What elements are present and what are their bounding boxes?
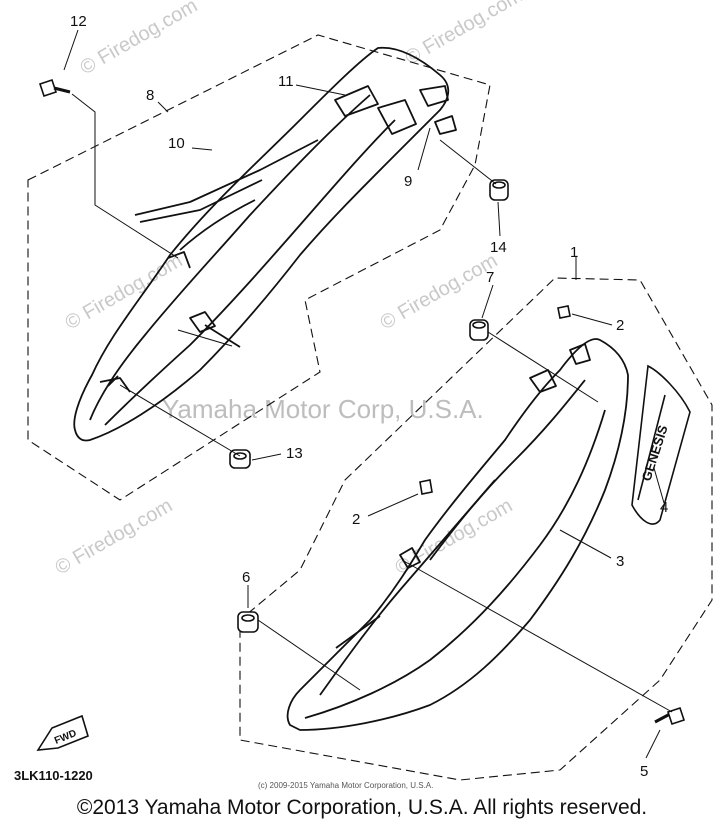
bolt-12 — [38, 78, 71, 98]
small-copyright: (c) 2009-2015 Yamaha Motor Corporation, … — [258, 781, 433, 790]
callout-2-lower: 2 — [352, 511, 360, 528]
callout-1: 1 — [570, 244, 578, 261]
emblem-text: GENESIS — [639, 423, 671, 483]
callout-7: 7 — [486, 269, 494, 286]
forward-arrow-icon: FWD — [36, 714, 89, 751]
assembly-outline-upper — [27, 34, 491, 501]
grommet-14 — [489, 179, 509, 201]
callout-5: 5 — [640, 763, 648, 780]
watermark-site: © Firedog.com — [77, 0, 202, 79]
lower-side-cover — [286, 338, 629, 731]
alignment-lines — [71, 93, 673, 713]
exploded-parts-diagram: © Firedog.com © Firedog.com © Firedog.co… — [14, 0, 713, 790]
callout-14: 14 — [490, 239, 507, 256]
upper-side-cover — [73, 46, 457, 442]
grommet-6 — [237, 611, 259, 633]
callout-9: 9 — [404, 173, 412, 190]
watermark-site: © Firedog.com — [52, 495, 177, 580]
callout-4: 4 — [660, 499, 668, 516]
grommet-13 — [229, 449, 251, 469]
clip-2-upper — [557, 305, 571, 319]
part-11-label-plate — [334, 85, 379, 117]
copyright-notice: ©2013 Yamaha Motor Corporation, U.S.A. A… — [76, 796, 648, 819]
callout-3: 3 — [616, 553, 624, 570]
callout-8: 8 — [146, 87, 154, 104]
watermark-site: © Firedog.com — [402, 0, 527, 69]
clip-2-lower — [419, 479, 433, 495]
callout-2-upper: 2 — [616, 317, 624, 334]
small-parts — [38, 78, 686, 726]
callout-11: 11 — [278, 73, 294, 90]
grommet-7 — [469, 319, 489, 341]
callout-12: 12 — [70, 13, 87, 30]
watermark-company: Yamaha Motor Corp, U.S.A. — [162, 394, 484, 424]
callout-10: 10 — [168, 135, 185, 152]
diagram-code: 3LK110-1220 — [14, 768, 93, 783]
callout-6: 6 — [242, 569, 250, 586]
callout-13: 13 — [286, 445, 303, 462]
callout-leaders — [63, 29, 665, 759]
callout-labels: 12 8 10 11 9 14 13 7 1 2 2 3 4 6 5 — [70, 13, 668, 780]
